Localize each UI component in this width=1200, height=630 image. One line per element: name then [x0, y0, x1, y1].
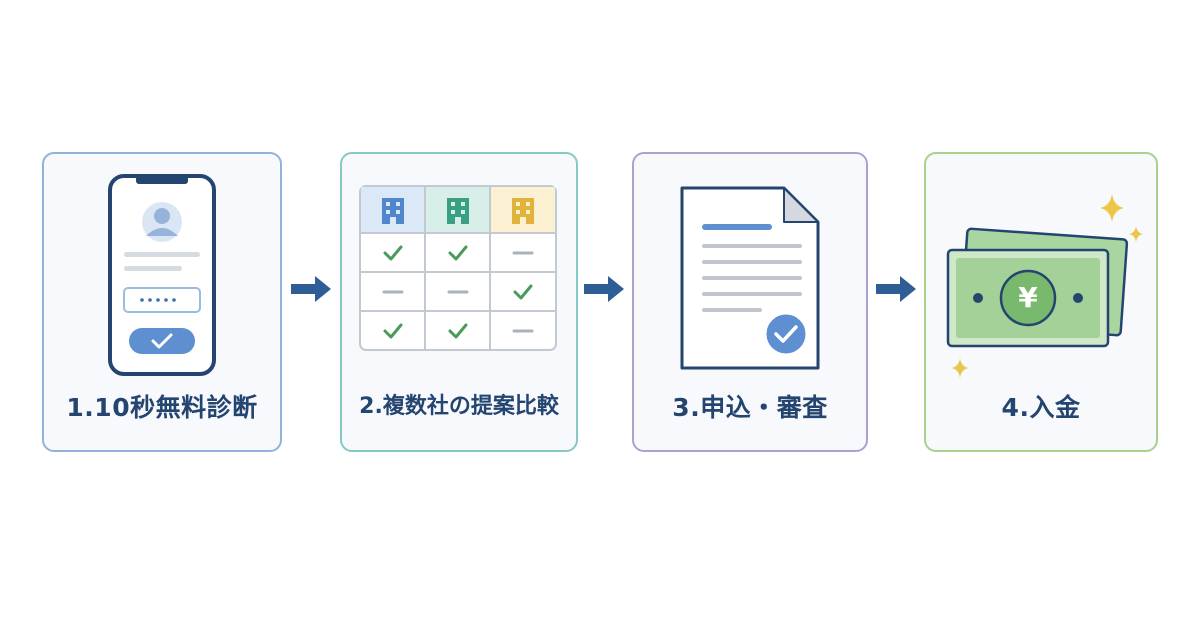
step-card-2: 2.複数社の提案比較: [340, 152, 578, 452]
sparkle-icon: [952, 194, 1143, 378]
step-label-3: 3.申込・審査: [672, 393, 828, 422]
user-avatar-icon: [142, 202, 182, 242]
checkmark-icon: [513, 284, 533, 300]
step-card-1: 1.10秒無料診断: [42, 152, 282, 452]
step-label-4: 4.入金: [1001, 393, 1081, 422]
right-arrow-icon: [876, 276, 916, 302]
right-arrow-icon: [584, 276, 624, 302]
step-label-2: 2.複数社の提案比較: [359, 394, 559, 419]
checkmark-icon: [448, 323, 468, 339]
checkmark-icon: [383, 245, 403, 261]
building-icon: [447, 198, 469, 224]
check-badge-icon: [763, 311, 809, 357]
building-icon: [382, 198, 404, 224]
step-card-4: ¥ 4.入金: [924, 152, 1158, 452]
yen-banknote-icon: ¥: [946, 194, 1143, 378]
password-field-icon: [123, 287, 201, 313]
right-arrow-icon: [291, 276, 331, 302]
document-icon: [680, 186, 820, 370]
comparison-table: [359, 185, 557, 351]
checkmark-icon: [448, 245, 468, 261]
smartphone-icon: [108, 174, 216, 376]
yen-symbol: ¥: [1018, 281, 1038, 314]
checkmark-icon: [383, 323, 403, 339]
step-card-3: 3.申込・審査: [632, 152, 868, 452]
step-label-1: 1.10秒無料診断: [66, 393, 258, 422]
building-icon: [512, 198, 534, 224]
check-button-icon: [129, 328, 195, 354]
